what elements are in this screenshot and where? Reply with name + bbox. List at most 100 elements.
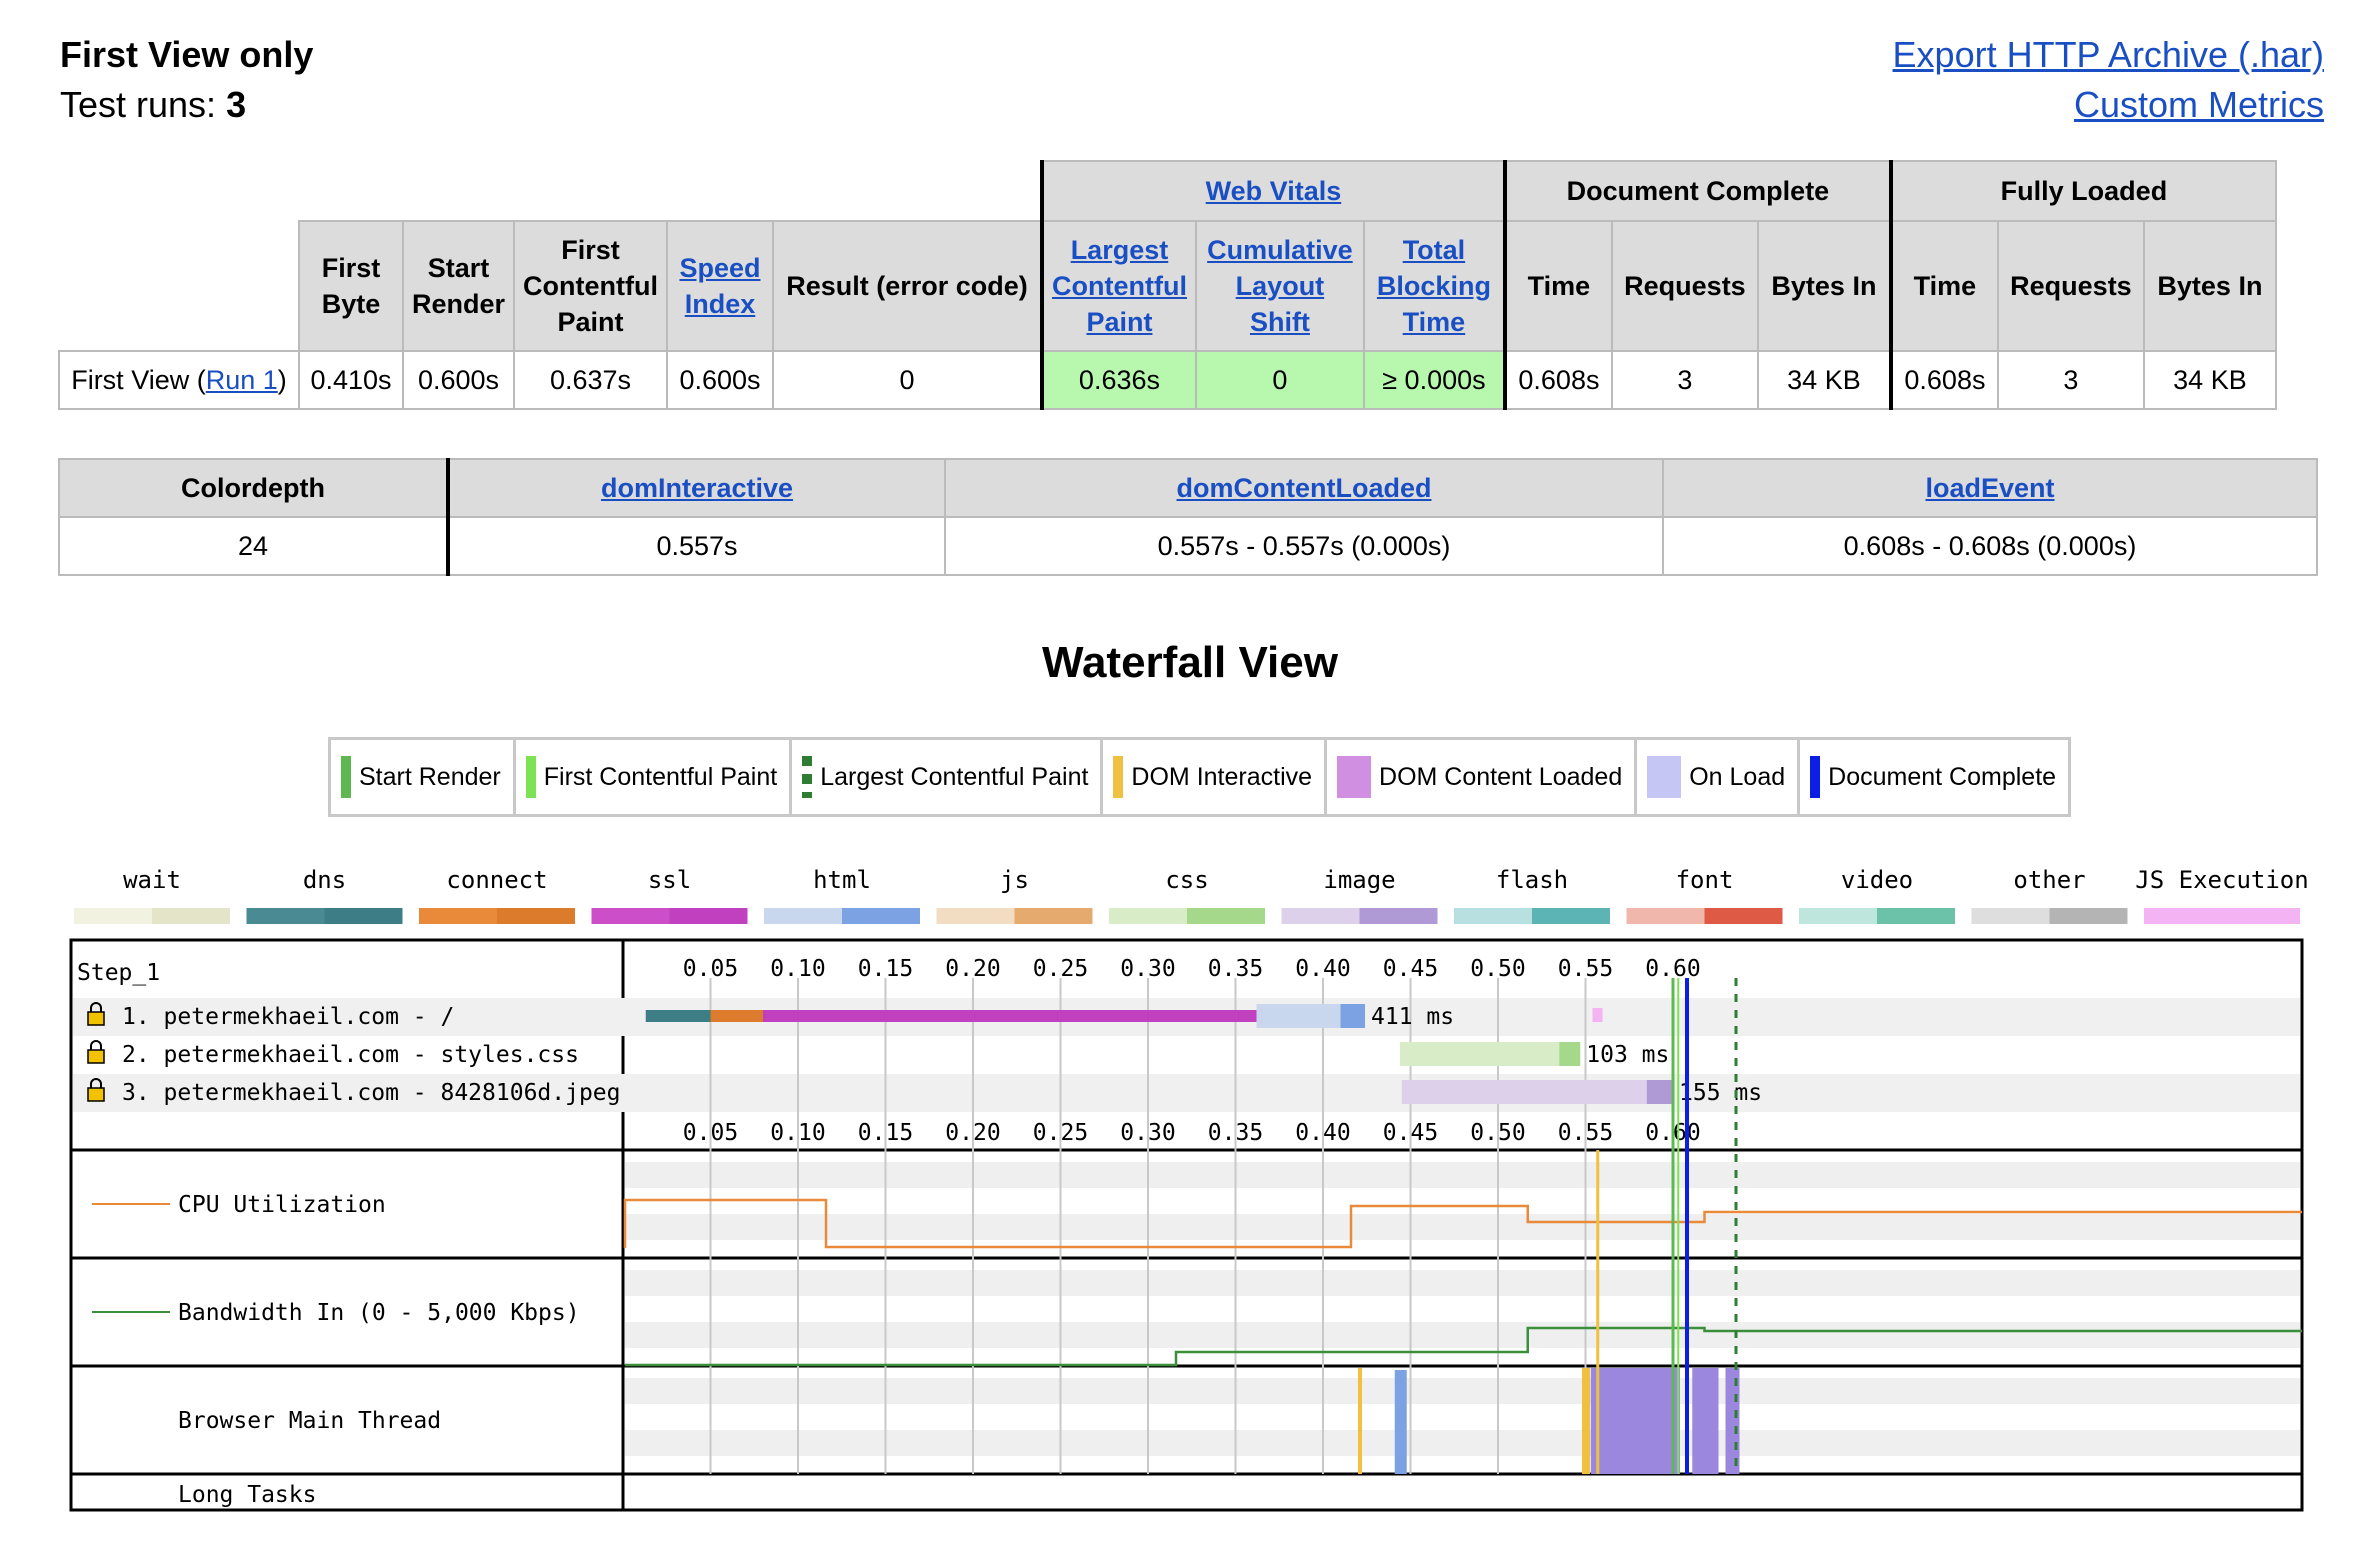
dc-bytes-header: Bytes In — [1756, 220, 1892, 352]
type-swatch-light-5 — [936, 908, 1015, 924]
tbt-value: ≥ 0.000s — [1362, 350, 1506, 410]
dc-requests-header: Requests — [1610, 220, 1759, 352]
tick-label-bottom-1: 0.10 — [770, 1120, 825, 1146]
tick-label-top-5: 0.30 — [1120, 956, 1175, 982]
first-byte-value: 0.410s — [298, 350, 404, 410]
legend-label-2: Largest Contentful Paint — [820, 762, 1089, 791]
tbt-link[interactable]: Total Blocking Time — [1376, 235, 1491, 337]
main-thread-layout — [1394, 1370, 1407, 1474]
type-label-wait: wait — [123, 866, 181, 894]
graph-stripe-1-0 — [625, 1270, 2300, 1296]
type-swatch-light-3 — [591, 908, 670, 924]
dom-interactive-header: domInteractive — [446, 458, 946, 518]
first-byte-header: First Byte — [298, 220, 404, 352]
tick-label-top-4: 0.25 — [1033, 956, 1088, 982]
speed-index-header: Speed Index — [665, 220, 774, 352]
lcp-header: Largest Contentful Paint — [1039, 220, 1197, 352]
type-swatch-dark-0 — [152, 908, 230, 924]
legend-item-4: DOM Content Loaded — [1327, 740, 1638, 814]
cls-link[interactable]: Cumulative Layout Shift — [1207, 235, 1353, 337]
load-event-value: 0.608s - 0.608s (0.000s) — [1662, 516, 2318, 576]
legend-label-6: Document Complete — [1828, 762, 2057, 791]
graph-stripe-2-2 — [625, 1430, 2300, 1456]
main-thread-label: Browser Main Thread — [178, 1408, 441, 1434]
dom-interactive-value: 0.557s — [446, 516, 946, 576]
legend-label-3: DOM Interactive — [1131, 762, 1313, 791]
main-thread-paint — [1590, 1368, 1680, 1474]
main-thread-paint-2 — [1692, 1368, 1719, 1474]
speed-index-link[interactable]: Speed Index — [679, 253, 761, 319]
tbt-header: Total Blocking Time — [1362, 220, 1506, 352]
tick-label-bottom-8: 0.45 — [1383, 1120, 1438, 1146]
legend-label-0: Start Render — [359, 762, 501, 791]
type-label-connect: connect — [446, 866, 547, 894]
type-swatch-dark-5 — [1014, 908, 1093, 924]
colordepth-value: 24 — [58, 516, 449, 576]
bar-ttfb-3 — [1401, 1080, 1647, 1104]
colordepth-header: Colordepth — [58, 458, 449, 518]
tick-label-bottom-10: 0.55 — [1558, 1120, 1613, 1146]
type-swatch-dark-3 — [669, 908, 748, 924]
fully-loaded-header: Fully Loaded — [1888, 160, 2277, 222]
load-event-link[interactable]: loadEvent — [1925, 473, 2055, 503]
tick-label-top-0: 0.05 — [683, 956, 738, 982]
type-swatch-light-8 — [1454, 908, 1532, 924]
bar-download-3 — [1646, 1080, 1673, 1104]
lcp-link[interactable]: Largest Contentful Paint — [1051, 235, 1187, 337]
dom-content-loaded-link[interactable]: domContentLoaded — [1176, 473, 1432, 503]
type-label-other: other — [2013, 866, 2085, 894]
fl-time-value: 0.608s — [1888, 350, 1999, 410]
legend-item-0: Start Render — [331, 740, 516, 814]
waterfall-frame — [69, 938, 2304, 1512]
type-label-dns: dns — [303, 866, 346, 894]
web-vitals-header: Web Vitals — [1039, 160, 1506, 222]
fl-time-header: Time — [1888, 220, 1999, 352]
start-render-header: Start Render — [401, 220, 516, 352]
type-swatch-dark-2 — [497, 908, 575, 924]
start-render-value: 0.600s — [401, 350, 516, 410]
step-label: Step_1 — [77, 960, 160, 986]
web-vitals-link[interactable]: Web Vitals — [1205, 176, 1342, 206]
view-label: First View only — [60, 34, 314, 75]
graph-stripe-2-0 — [625, 1378, 2300, 1404]
export-har-link[interactable]: Export HTTP Archive (.har) — [1892, 34, 2324, 75]
graph-stripe-0-2 — [625, 1214, 2300, 1240]
type-label-ssl: ssl — [648, 866, 691, 894]
request-label-2: 2. petermekhaeil.com - styles.css — [122, 1042, 579, 1068]
dc-requests-value: 3 — [1610, 350, 1759, 410]
legend-label-5: On Load — [1689, 762, 1786, 791]
tick-label-bottom-7: 0.40 — [1295, 1120, 1350, 1146]
bar-download-1 — [1340, 1004, 1365, 1028]
legend-item-3: DOM Interactive — [1103, 740, 1328, 814]
dom-content-loaded-value: 0.557s - 0.557s (0.000s) — [944, 516, 1664, 576]
main-thread-script — [1358, 1368, 1362, 1474]
legend-swatch-1 — [525, 756, 536, 798]
tick-label-top-10: 0.55 — [1558, 956, 1613, 982]
fl-bytes-value: 34 KB — [2142, 350, 2277, 410]
custom-metrics-link[interactable]: Custom Metrics — [2073, 84, 2324, 125]
lock-shackle-icon — [90, 1040, 102, 1050]
result-value: 0 — [771, 350, 1043, 410]
request-duration-2: 103 ms — [1586, 1042, 1669, 1068]
run-1-link[interactable]: Run 1 — [205, 364, 278, 395]
legend-label-1: First Contentful Paint — [543, 762, 778, 791]
waterfall-title: Waterfall View — [1042, 638, 1338, 687]
legend-item-2: Largest Contentful Paint — [792, 740, 1104, 814]
fl-bytes-header: Bytes In — [2142, 220, 2277, 352]
legend-item-1: First Contentful Paint — [516, 740, 793, 814]
type-swatch-dark-8 — [1532, 908, 1610, 924]
summary-table: Web Vitals Document Complete Fully Loade… — [58, 160, 2277, 410]
dc-bytes-value: 34 KB — [1756, 350, 1892, 410]
cpu-utilization-label: CPU Utilization — [178, 1192, 386, 1218]
dom-interactive-link[interactable]: domInteractive — [600, 473, 794, 503]
speed-index-value: 0.600s — [665, 350, 774, 410]
type-swatch-light-7 — [1281, 908, 1360, 924]
type-label-flash: flash — [1496, 866, 1568, 894]
legend-swatch-0 — [341, 756, 351, 798]
tick-label-top-9: 0.50 — [1470, 956, 1525, 982]
graph-stripe-0-0 — [625, 1162, 2300, 1188]
type-swatch-dark-6 — [1187, 908, 1265, 924]
graph-stripe-1-2 — [625, 1322, 2300, 1348]
test-runs-count: 3 — [226, 84, 247, 125]
